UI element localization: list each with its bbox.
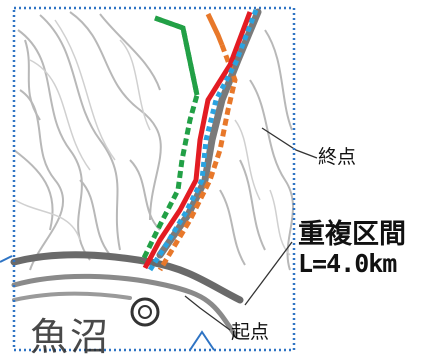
town-symbol-icon — [130, 297, 160, 327]
route-green-solid — [154, 15, 200, 96]
leader-lines — [184, 127, 318, 331]
route-green — [139, 15, 200, 264]
overlap-leader — [244, 241, 293, 306]
route-map — [0, 6, 318, 352]
end-point-label: 終点 — [318, 146, 357, 168]
triangle-marker-icon — [189, 330, 215, 351]
route-orange — [157, 44, 238, 272]
end-point-leader — [261, 127, 318, 159]
terrain-contours — [13, 11, 294, 271]
start-point-leader — [184, 295, 231, 331]
route-red — [142, 11, 253, 270]
terrain-contours-light — [14, 19, 291, 256]
highway-corridor — [156, 8, 262, 259]
overlap-section-title: 重複区間 — [298, 219, 406, 250]
route-orange-solid — [205, 12, 225, 46]
town-name-label: 魚沼 — [30, 315, 111, 359]
start-point-label: 起点 — [231, 321, 270, 343]
left-arrow-icon — [0, 255, 13, 263]
overlap-section-length: L=4.0km — [298, 249, 397, 278]
map-frame — [12, 6, 296, 352]
